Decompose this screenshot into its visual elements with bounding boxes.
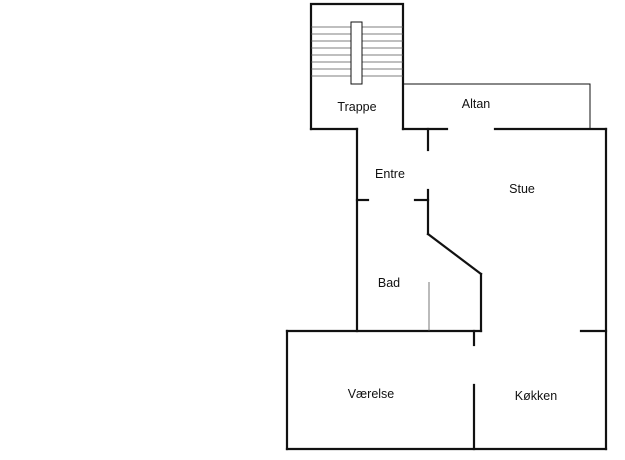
wall-bad-diagonal <box>426 232 483 276</box>
stairwell-walls <box>309 2 405 131</box>
room-label-entre: Entre <box>375 167 405 181</box>
room-label-trappe: Trappe <box>337 100 376 114</box>
room-label-altan: Altan <box>462 97 491 111</box>
stairwell <box>309 2 405 131</box>
room-label-vaerelse: Værelse <box>348 387 395 401</box>
stair-handrail <box>350 21 363 85</box>
walls <box>285 127 608 451</box>
room-label-stue: Stue <box>509 182 535 196</box>
room-label-bad: Bad <box>378 276 400 290</box>
balcony-rail <box>403 83 591 129</box>
balcony <box>403 83 591 129</box>
room-label-koekken: Køkken <box>515 389 557 403</box>
